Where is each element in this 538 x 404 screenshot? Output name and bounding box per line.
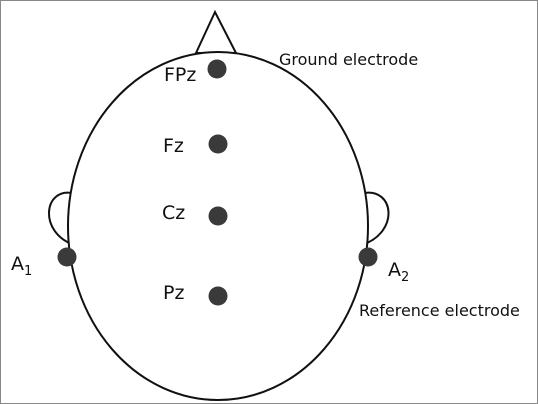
- head-outline: [67, 51, 369, 401]
- electrode-fz-dot: [208, 134, 228, 154]
- electrode-fpz-label: FPz: [164, 64, 196, 86]
- electrode-cz-dot: [208, 206, 228, 226]
- electrode-pz-dot: [208, 286, 228, 306]
- electrode-a1-letter: A: [11, 253, 24, 275]
- electrode-a2-label: A2: [388, 259, 409, 285]
- electrode-a2-letter: A: [388, 259, 401, 281]
- nose: [194, 9, 238, 54]
- reference-electrode-annotation: Reference electrode: [359, 301, 520, 320]
- electrode-a2-dot: [358, 247, 378, 267]
- ground-electrode-annotation: Ground electrode: [279, 50, 418, 69]
- electrode-pz-label: Pz: [163, 282, 184, 304]
- electrode-a1-subscript: 1: [24, 264, 32, 279]
- electrode-fpz-dot: [207, 59, 227, 79]
- electrode-fz-label: Fz: [163, 135, 184, 157]
- electrode-a1-dot: [57, 247, 77, 267]
- electrode-cz-label: Cz: [162, 202, 185, 224]
- electrode-a2-subscript: 2: [401, 270, 409, 285]
- electrode-a1-label: A1: [11, 253, 32, 279]
